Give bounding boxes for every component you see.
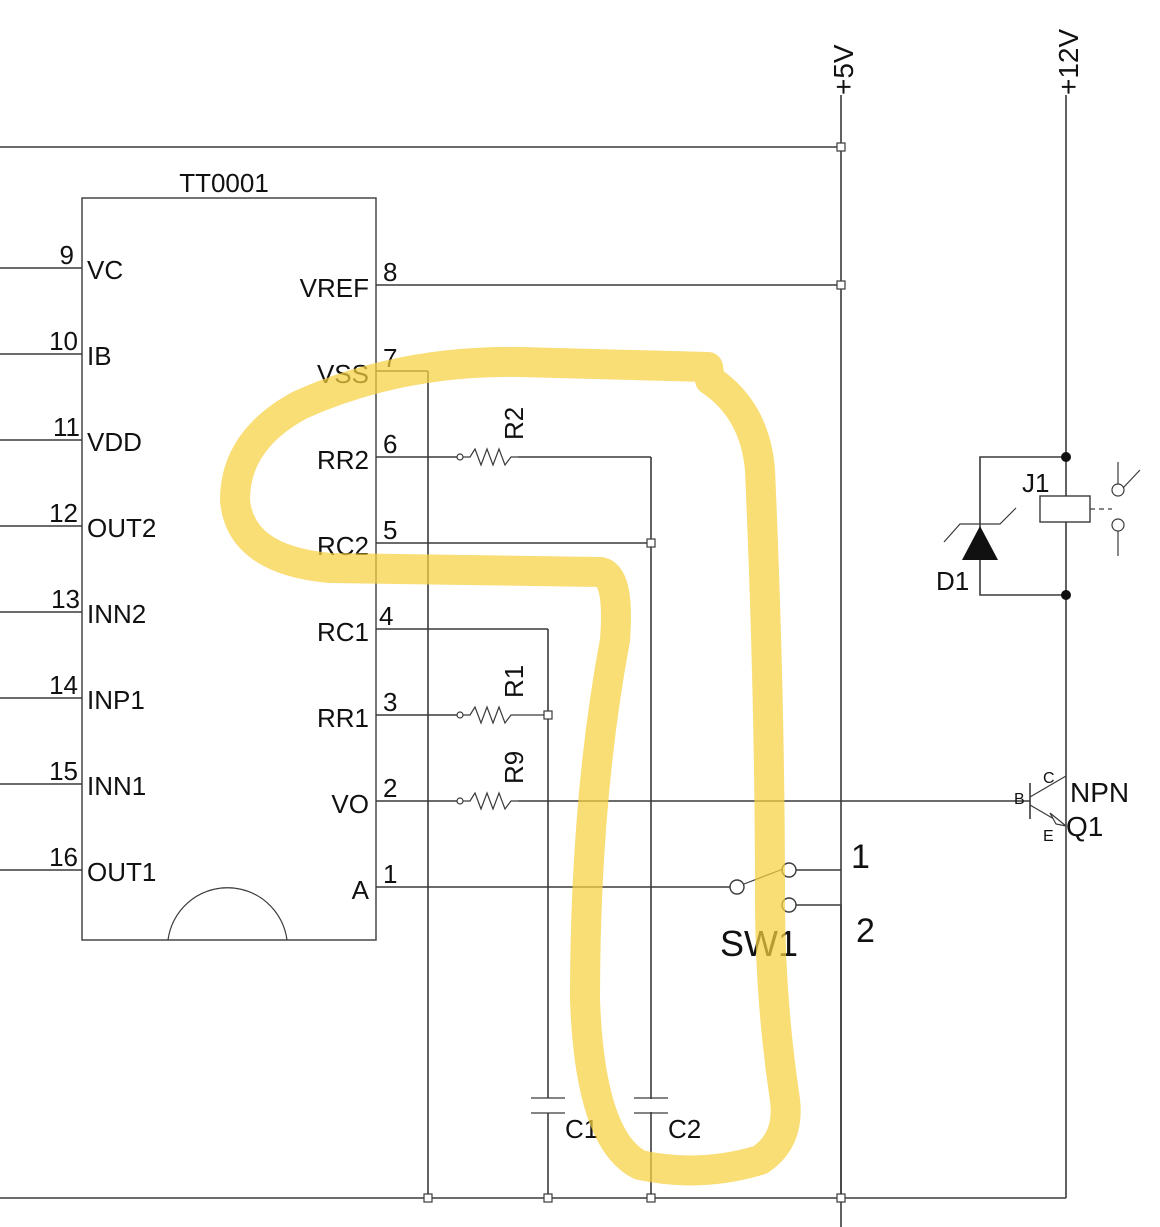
q1-type-label: NPN: [1070, 777, 1129, 808]
q1-collector-lead: [1029, 775, 1067, 798]
r2-label: R2: [499, 407, 529, 440]
pin-13-label: INN2: [87, 599, 146, 629]
pin-1-number: 1: [383, 859, 397, 889]
relay-bottom-junction: [1061, 590, 1071, 600]
pin-15-number: 15: [49, 756, 78, 786]
pin-2-label: VO: [331, 789, 369, 819]
junction-gnd-5v: [836, 1193, 846, 1203]
relay-coil: [1039, 495, 1091, 523]
ic-tt0001: TT0001 9 VC 10 IB 11 VDD 12 OUT2 13 INN2…: [0, 168, 841, 941]
pin-9-number: 9: [60, 240, 74, 270]
pin-8-label: VREF: [300, 273, 369, 303]
diode-zener-bar: [943, 507, 1017, 543]
ic-left-pins: 9 VC 10 IB 11 VDD 12 OUT2 13 INN2 14 INP…: [0, 240, 156, 887]
relay-label: J1: [1022, 468, 1049, 498]
pin-11-number: 11: [53, 412, 80, 442]
rail-label-12v: +12V: [1053, 29, 1084, 95]
resistor-r1: R1: [456, 665, 548, 725]
rail-label-5v: +5V: [828, 44, 859, 95]
pin-6-number: 6: [383, 429, 397, 459]
diode-label: D1: [936, 566, 969, 596]
pin-8-number: 8: [383, 257, 397, 287]
relay-j1: J1: [979, 452, 1141, 600]
pin-14-label: INP1: [87, 685, 145, 715]
r2-terminal: [456, 453, 464, 461]
relay-contact-bottom: [1111, 518, 1125, 532]
q1-base-pin: B: [1014, 791, 1025, 808]
junction-markers: [423, 142, 846, 1203]
q1-collector-pin: C: [1043, 770, 1055, 787]
pin-3-label: RR1: [317, 703, 369, 733]
pin-3-number: 3: [383, 687, 397, 717]
ic-notch: [167, 887, 288, 941]
pin-4-label: RC1: [317, 617, 369, 647]
pin-10-number: 10: [49, 326, 78, 356]
relay-contact-top: [1111, 483, 1125, 497]
junction-rr1: [543, 710, 553, 720]
sw1-pos2-label: 2: [856, 912, 875, 950]
r9-zigzag: [463, 791, 518, 811]
pin-2-number: 2: [383, 773, 397, 803]
r1-label: R1: [499, 665, 529, 698]
c2-gap: [647, 1099, 655, 1112]
pin-12-number: 12: [49, 498, 78, 528]
highlighter-annotation: [220, 346, 801, 1186]
junction-vref: [836, 280, 846, 290]
pin-11-label: VDD: [87, 427, 142, 457]
pin-15-label: INN1: [87, 771, 146, 801]
diode-d1: D1: [936, 507, 1017, 596]
r2-zigzag: [463, 447, 518, 467]
pin-6-label: RR2: [317, 445, 369, 475]
resistor-r9: R9: [456, 751, 1030, 811]
transistor-q1: B C E NPN Q1: [1014, 770, 1129, 845]
q1-emitter-pin: E: [1043, 828, 1054, 845]
ic-title: TT0001: [179, 168, 269, 198]
capacitor-c1: C1: [531, 629, 598, 1198]
power-rails: +5V +12V: [0, 29, 1084, 1227]
c2-label: C2: [668, 1114, 701, 1144]
pin-5-number: 5: [383, 515, 397, 545]
q1-emitter-arrow: [1049, 812, 1067, 827]
pin-12-label: OUT2: [87, 513, 156, 543]
pin-13-number: 13: [51, 584, 80, 614]
junction-gnd-c1: [543, 1193, 553, 1203]
relay-contact-arm: [1122, 469, 1141, 489]
q1-ref-label: Q1: [1066, 811, 1103, 842]
pin-9-label: VC: [87, 255, 123, 285]
r9-terminal: [456, 797, 464, 805]
r1-terminal: [456, 711, 464, 719]
r1-zigzag: [463, 705, 548, 725]
switch-sw1: 1 2 SW1: [720, 838, 875, 1198]
relay-top-junction: [1061, 452, 1071, 462]
junction-gnd-vss: [423, 1193, 433, 1203]
junction-rc2: [646, 538, 656, 548]
pin-1-label: A: [352, 875, 370, 905]
pin-16-number: 16: [49, 842, 78, 872]
pin-10-label: IB: [87, 341, 112, 371]
junction-5v-top: [836, 142, 846, 152]
sw1-pos1-label: 1: [851, 838, 870, 876]
pin-14-number: 14: [49, 670, 78, 700]
pin-4-number: 4: [379, 601, 393, 631]
sw1-pos2-wire: [796, 904, 842, 1198]
pin-16-label: OUT1: [87, 857, 156, 887]
sw1-common-terminal: [729, 879, 745, 895]
r9-label: R9: [499, 751, 529, 784]
capacitor-c2: C2: [634, 1097, 701, 1144]
junction-gnd-c2: [646, 1193, 656, 1203]
resistor-r2: R2: [456, 407, 652, 1198]
diode-triangle: [962, 526, 998, 560]
